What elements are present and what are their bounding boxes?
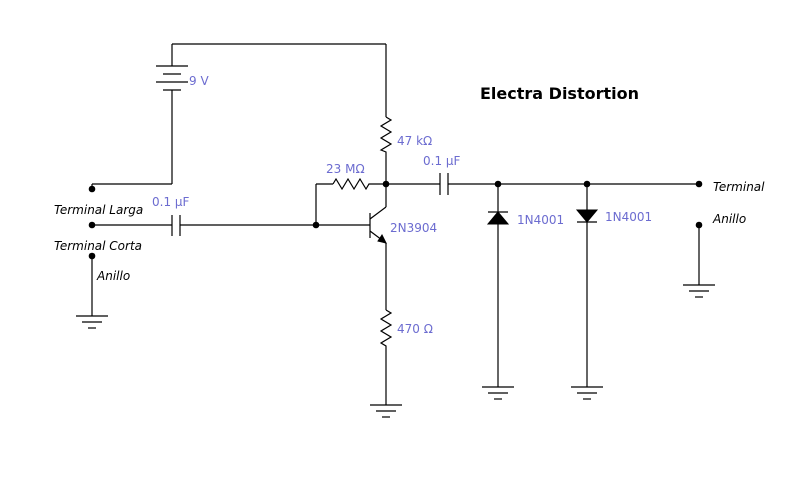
output-terminal-node[interactable] xyxy=(695,180,703,188)
ground-symbol-output xyxy=(683,284,715,298)
diode-2-label: 1N4001 xyxy=(605,210,652,224)
supply-rail xyxy=(172,43,387,117)
resistor-emitter xyxy=(379,309,393,405)
capacitor-input-label: 0.1 µF xyxy=(152,195,190,209)
diagram-title: Electra Distortion xyxy=(480,84,639,103)
output-terminal-label: Terminal xyxy=(713,180,765,194)
battery-label: 9 V xyxy=(189,74,209,88)
battery xyxy=(156,44,188,184)
resistor-feedback-label: 23 MΩ xyxy=(326,162,365,176)
resistor-collector xyxy=(379,116,393,184)
capacitor-output-label: 0.1 µF xyxy=(423,154,461,168)
diode-1 xyxy=(486,184,510,387)
diode-1-label: 1N4001 xyxy=(517,213,564,227)
resistor-collector-label: 47 kΩ xyxy=(397,134,432,148)
capacitor-input xyxy=(92,215,316,236)
terminal-corta-label: Terminal Corta xyxy=(54,239,142,253)
terminal-larga-label: Terminal Larga xyxy=(54,203,143,217)
resistor-feedback xyxy=(332,177,386,191)
transistor-label: 2N3904 xyxy=(390,221,437,235)
capacitor-output xyxy=(386,173,699,195)
ground-symbol-input xyxy=(76,315,108,329)
ground-symbol-emitter xyxy=(370,404,402,418)
resistor-emitter-label: 470 Ω xyxy=(397,322,433,336)
ground-symbol-diode-1 xyxy=(482,386,514,400)
transistor-2n3904 xyxy=(369,184,387,310)
diode-2 xyxy=(575,184,599,387)
input-anillo-label: Anillo xyxy=(96,269,130,283)
output-anillo-label: Anillo xyxy=(712,212,746,226)
terminal-corta-node[interactable] xyxy=(88,221,96,229)
ground-symbol-diode-2 xyxy=(571,386,603,400)
